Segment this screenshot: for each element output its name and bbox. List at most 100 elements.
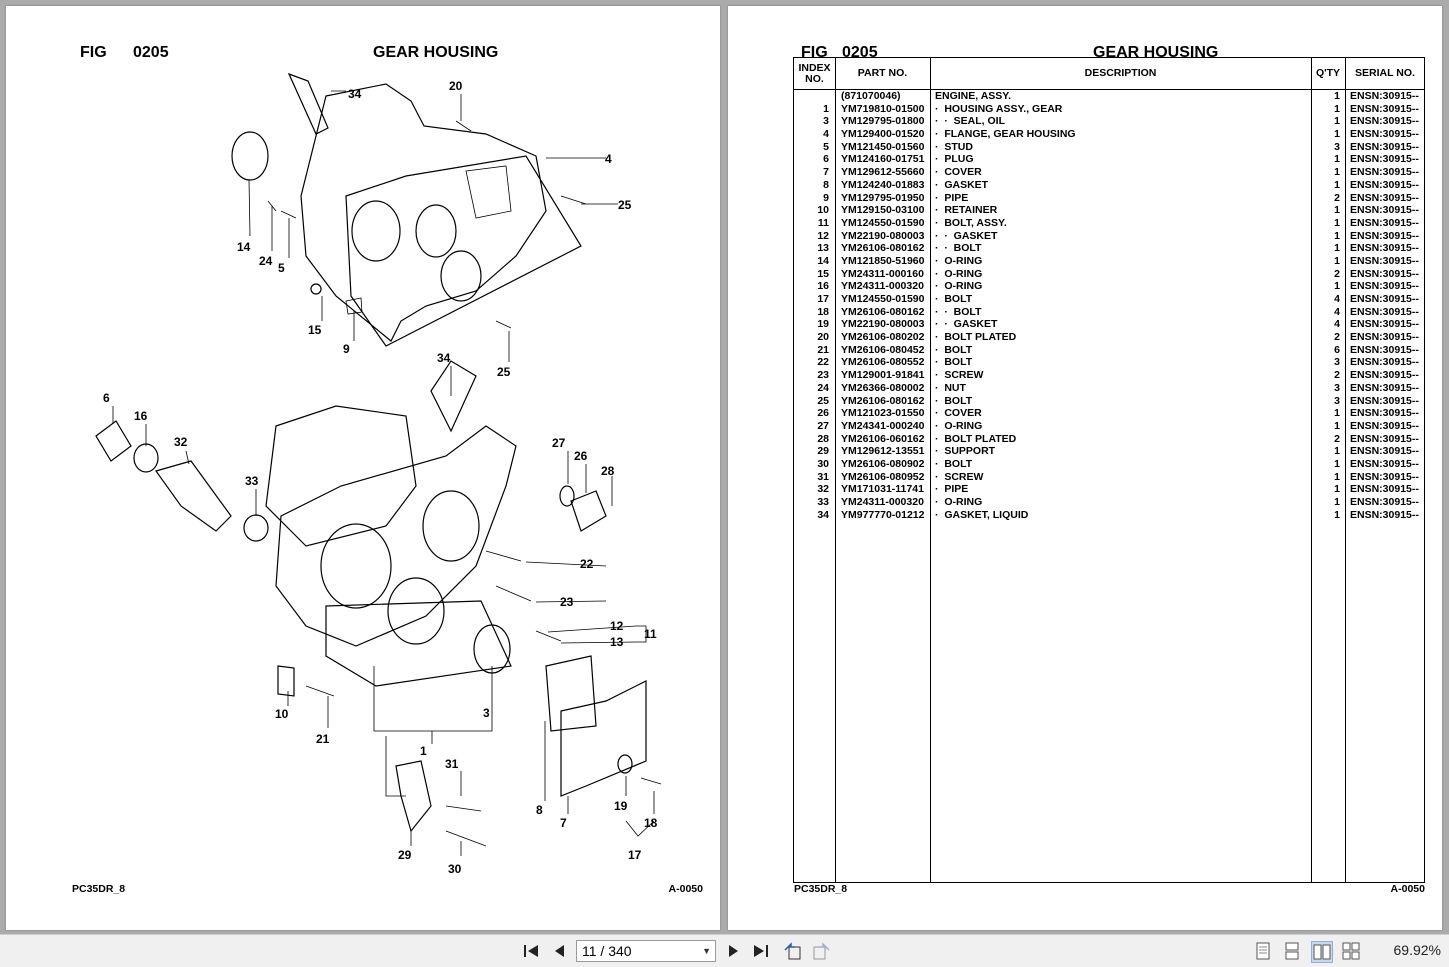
cell-index: 8	[823, 178, 829, 191]
cell-qty: 3	[1334, 140, 1340, 153]
cell-index: 7	[823, 166, 829, 179]
cell-qty: 1	[1334, 229, 1340, 242]
cell-qty: 1	[1334, 280, 1340, 293]
callout-label: 26	[574, 449, 588, 463]
cell-serial-no: ENSN:30915--	[1350, 90, 1419, 102]
cell-index: 17	[817, 293, 829, 305]
cell-description: · O-RING	[935, 267, 983, 280]
single-page-view-icon[interactable]	[1253, 941, 1273, 961]
cell-serial-no: ENSN:30915--	[1350, 419, 1419, 432]
callout-label: 6	[103, 391, 110, 405]
callout-label: 3	[483, 706, 490, 720]
cell-serial-no: ENSN:30915--	[1350, 496, 1419, 508]
first-page-icon[interactable]	[521, 941, 541, 961]
zoom-level[interactable]: 69.92%	[1393, 942, 1441, 958]
column-divider	[835, 58, 836, 882]
cell-description: · FLANGE, GEAR HOUSING	[935, 128, 1076, 141]
fig-number: 0205	[842, 44, 878, 61]
cell-part-no: YM719810-01500	[841, 102, 925, 115]
cell-qty: 1	[1334, 178, 1340, 191]
continuous-facing-view-icon[interactable]	[1341, 941, 1361, 961]
cell-qty: 1	[1334, 166, 1340, 179]
page-number-field[interactable]: 11 / 340 ▼	[576, 940, 716, 962]
cell-part-no: YM121850-51960	[841, 254, 925, 267]
cell-description: · SUPPORT	[935, 445, 996, 458]
cell-description: · BOLT PLATED	[935, 432, 1017, 445]
cell-description: · O-RING	[935, 419, 983, 432]
callout-label: 34	[437, 351, 451, 365]
cell-serial-no: ENSN:30915--	[1350, 445, 1419, 458]
cell-part-no: YM24311-000320	[841, 280, 924, 293]
cell-part-no: YM129400-01520	[841, 128, 925, 141]
next-page-icon[interactable]	[724, 941, 744, 961]
cell-index: 18	[817, 305, 829, 318]
cell-description: · · GASKET	[935, 229, 998, 242]
cell-serial-no: ENSN:30915--	[1350, 204, 1419, 217]
cell-part-no: (871070046)	[841, 90, 901, 102]
cell-qty: 1	[1334, 204, 1340, 217]
cell-qty: 6	[1334, 343, 1340, 356]
cell-part-no: YM26366-080002	[841, 381, 925, 394]
footer-model: PC35DR_8	[794, 883, 848, 895]
cell-serial-no: ENSN:30915--	[1350, 508, 1419, 521]
previous-page-icon[interactable]	[549, 941, 569, 961]
last-page-icon[interactable]	[751, 941, 771, 961]
cell-serial-no: ENSN:30915--	[1350, 140, 1419, 153]
callout-label: 12	[610, 619, 624, 633]
callout-label: 17	[628, 848, 642, 862]
callout-label: 28	[601, 464, 615, 478]
cell-index: 33	[817, 496, 829, 508]
cell-description: · GASKET	[935, 178, 989, 191]
cell-serial-no: ENSN:30915--	[1350, 153, 1419, 166]
cell-index: 34	[817, 508, 829, 521]
exploded-diagram: 34 20 4 25 14 24 5 15 9 34 25 6 16 32 27…	[95, 72, 662, 876]
cell-serial-no: ENSN:30915--	[1350, 242, 1419, 255]
cell-part-no: YM26106-080902	[841, 457, 925, 470]
cell-serial-no: ENSN:30915--	[1350, 166, 1419, 179]
header-index: INDEX NO.	[798, 61, 831, 85]
cell-part-no: YM129150-03100	[841, 204, 925, 217]
cell-qty: 1	[1334, 115, 1340, 128]
cell-part-no: YM129612-13551	[841, 445, 925, 458]
cell-description: · PIPE	[935, 191, 969, 204]
go-forward-view-icon[interactable]	[812, 941, 832, 961]
cell-qty: 1	[1334, 445, 1340, 458]
cell-serial-no: ENSN:30915--	[1350, 178, 1419, 191]
cell-description: ENGINE, ASSY.	[935, 90, 1012, 102]
viewer-toolbar: 11 / 340 ▼ 69.92%	[0, 934, 1449, 967]
page-indicator: 11 / 340	[582, 943, 632, 959]
continuous-view-icon[interactable]	[1282, 941, 1302, 961]
cell-part-no: YM26106-080452	[841, 343, 925, 356]
cell-qty: 1	[1334, 254, 1340, 267]
cell-qty: 1	[1334, 90, 1340, 102]
cell-part-no: YM129795-01950	[841, 191, 925, 204]
table-row: (871070046) ENGINE, ASSY. 1 ENSN:30915--	[794, 90, 1424, 103]
cell-index: 22	[817, 356, 829, 369]
go-back-view-icon[interactable]	[782, 941, 802, 961]
cell-description: · · BOLT	[935, 242, 982, 255]
cell-index: 6	[823, 153, 829, 166]
column-divider	[1345, 58, 1346, 882]
callout-label: 4	[605, 152, 612, 166]
cell-serial-no: ENSN:30915--	[1350, 381, 1419, 394]
callout-label: 29	[398, 848, 412, 862]
cell-index: 10	[817, 204, 829, 217]
facing-view-icon[interactable]	[1311, 941, 1333, 963]
cell-index: 20	[817, 331, 829, 344]
cell-serial-no: ENSN:30915--	[1350, 216, 1419, 229]
cell-index: 4	[823, 128, 829, 141]
chevron-down-icon[interactable]: ▼	[702, 946, 711, 956]
footer-page-code: A-0050	[1390, 883, 1425, 895]
cell-qty: 1	[1334, 242, 1340, 255]
cell-index: 5	[823, 140, 829, 153]
